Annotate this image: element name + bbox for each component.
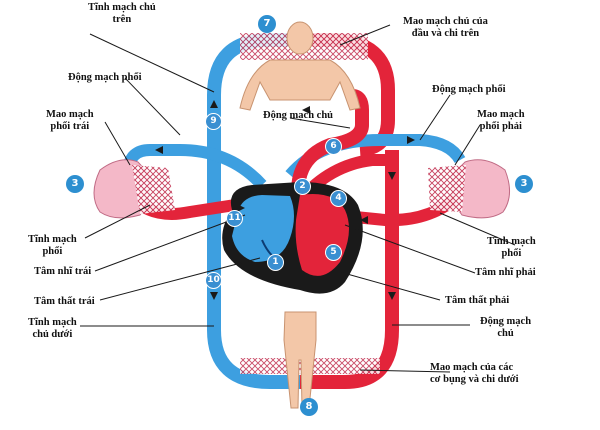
badge-10: 10 bbox=[205, 272, 222, 289]
pulmonary-artery-left-vessel bbox=[122, 144, 267, 190]
badge-2: 2 bbox=[294, 178, 311, 195]
badge-5: 5 bbox=[325, 244, 342, 261]
label-left-atrium: Tâm nhĩ trái bbox=[34, 266, 92, 277]
badge-1: 1 bbox=[267, 254, 284, 271]
label-right-atrium: Tâm nhĩ phải bbox=[475, 267, 536, 278]
badge-11: 11 bbox=[226, 210, 243, 227]
label-right-ventricle: Tâm thất phải bbox=[445, 295, 510, 306]
badge-4: 4 bbox=[330, 190, 347, 207]
badge-9: 9 bbox=[205, 113, 222, 130]
badge-3-left: 3 bbox=[66, 175, 84, 193]
badge-3-right: 3 bbox=[515, 175, 533, 193]
lower-vein-loop bbox=[207, 235, 300, 389]
right-lung bbox=[451, 159, 510, 219]
label-pulmonary-artery-right: Động mạch phổi bbox=[432, 84, 506, 95]
label-left-ventricle: Tâm thất trái bbox=[34, 296, 95, 307]
lower-artery-loop bbox=[300, 150, 399, 389]
lower-body-figure bbox=[283, 311, 317, 409]
badge-8: 8 bbox=[300, 398, 318, 416]
upper-body-figure bbox=[239, 21, 361, 111]
badge-6: 6 bbox=[325, 138, 342, 155]
label-aorta-top: Động mạch chủ bbox=[263, 110, 334, 121]
aortic-arch bbox=[291, 89, 369, 212]
badge-7: 7 bbox=[258, 15, 276, 33]
label-pulmonary-artery-left: Động mạch phổi bbox=[68, 72, 142, 83]
